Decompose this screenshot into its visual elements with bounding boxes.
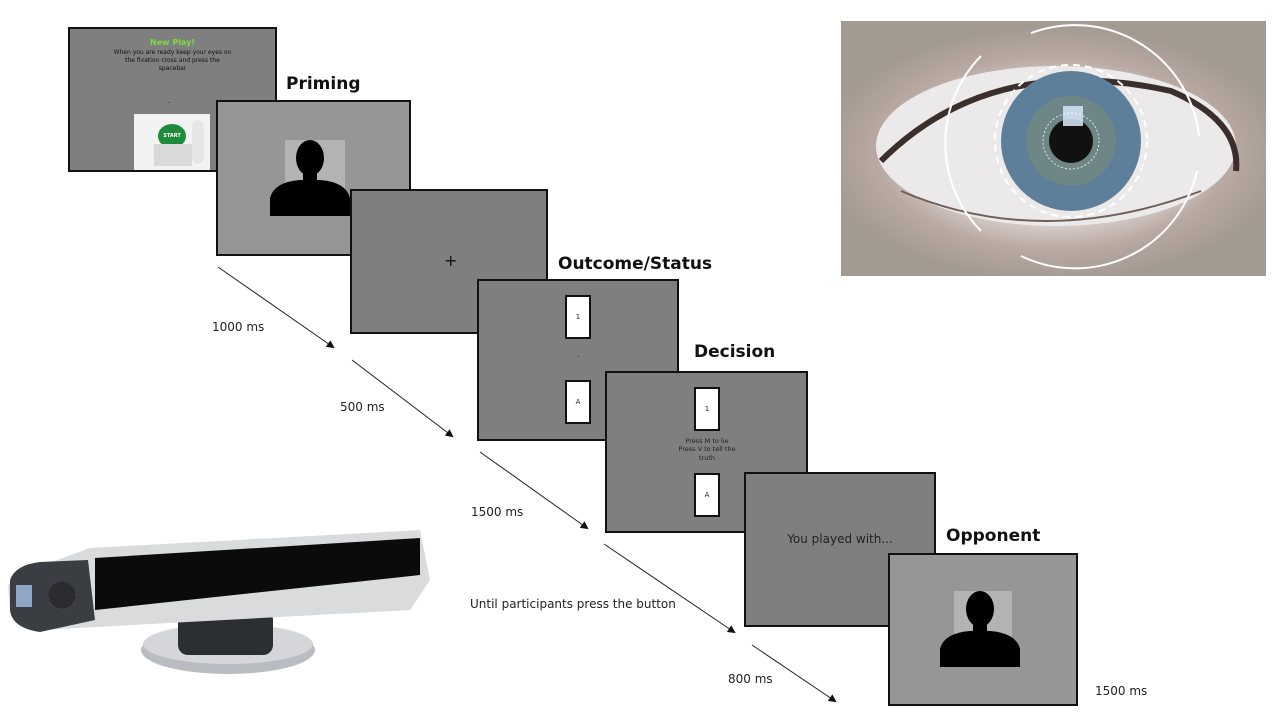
played-with-text: You played with... bbox=[787, 532, 893, 546]
arrow-2 bbox=[351, 359, 454, 438]
timing-outcome: 1500 ms bbox=[471, 505, 524, 519]
device-logo bbox=[16, 585, 32, 607]
arrow-1 bbox=[217, 266, 335, 349]
start-fixation-dot: . bbox=[168, 96, 171, 105]
outer-ring-left bbox=[944, 55, 982, 232]
lower-lid bbox=[900, 190, 1202, 222]
decision-top-card: 1 bbox=[694, 387, 720, 431]
opponent-label: Opponent bbox=[946, 526, 1041, 546]
played-with-screen: You played with... bbox=[744, 472, 936, 627]
decision-bottom-card: A bbox=[694, 473, 720, 517]
person-silhouette-icon bbox=[270, 140, 350, 216]
timing-fixation: 500 ms bbox=[340, 400, 385, 414]
dashed-ring bbox=[994, 64, 1148, 218]
timing-priming: 1000 ms bbox=[212, 320, 265, 334]
decision-instruction: Press M to lie Press V to tell the truth bbox=[678, 437, 736, 462]
person-silhouette-icon bbox=[940, 591, 1020, 667]
inner-ring bbox=[1042, 112, 1100, 170]
eye-tracker-illustration bbox=[8, 530, 430, 674]
outcome-label: Outcome/Status bbox=[558, 254, 713, 274]
device-front-panel bbox=[95, 538, 420, 610]
start-button-image: START bbox=[134, 114, 210, 170]
fixation-cross: + bbox=[444, 251, 458, 270]
arrow-5 bbox=[751, 644, 837, 703]
timing-played-with: 800 ms bbox=[728, 672, 773, 686]
upper-lid-lashes bbox=[878, 77, 1240, 172]
start-instruction: When you are ready keep your eyes on the… bbox=[113, 49, 232, 73]
arrow-3 bbox=[479, 451, 589, 530]
timing-opponent: 1500 ms bbox=[1095, 684, 1148, 698]
decision-screen: 1 Press M to lie Press V to tell the tru… bbox=[605, 371, 808, 533]
decision-label: Decision bbox=[694, 342, 776, 362]
priming-label: Priming bbox=[286, 74, 361, 94]
outcome-center-dot: . bbox=[577, 351, 580, 359]
outer-ring-top bbox=[1030, 24, 1200, 137]
pupil bbox=[1049, 119, 1093, 163]
eye-illustration bbox=[876, 24, 1240, 270]
timing-decision: Until participants press the button bbox=[470, 597, 676, 611]
figure-icon bbox=[192, 120, 204, 164]
outcome-bottom-card: A bbox=[565, 380, 591, 424]
eye-photo bbox=[841, 21, 1266, 276]
eye-tracker-photo bbox=[0, 510, 440, 690]
start-heading: New Play! bbox=[150, 38, 195, 47]
arrow-4 bbox=[603, 543, 736, 634]
opponent-screen bbox=[888, 553, 1078, 706]
outer-ring-bottom bbox=[1020, 170, 1198, 270]
outcome-top-card: 1 bbox=[565, 295, 591, 339]
